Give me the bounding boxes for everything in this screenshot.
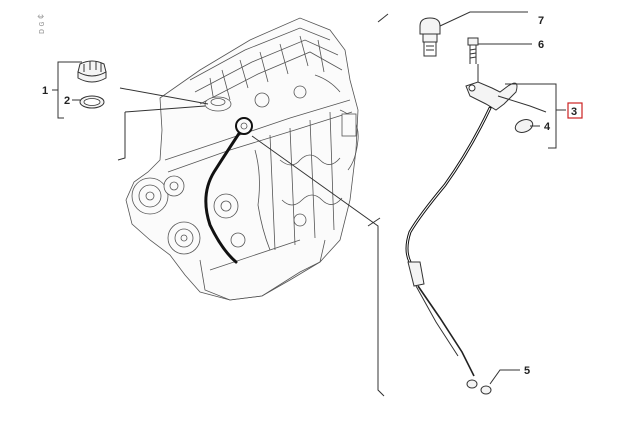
callout-labels: 1 2 3 4 5 6 7 (42, 15, 583, 377)
callout-group-1-2 (52, 60, 107, 119)
callout-3-highlight-box (567, 102, 583, 119)
dipstick-tube-assembly-part (405, 17, 534, 395)
reference-lines (117, 13, 389, 397)
mounting-bolt-part (467, 37, 479, 64)
tube-seal-part (514, 119, 534, 133)
callout-4: 4 (544, 121, 551, 133)
callout-3: 3 (571, 106, 577, 118)
tube-end-seal-part (466, 379, 492, 395)
oil-filler-cap-part (77, 60, 107, 83)
callout-lines-right (439, 11, 566, 385)
callout-7: 7 (538, 15, 544, 27)
callout-2: 2 (64, 95, 70, 107)
cap-seal-ring-part (79, 95, 105, 109)
callout-1: 1 (42, 85, 48, 97)
callout-6: 6 (538, 39, 544, 51)
callout-5: 5 (524, 365, 530, 377)
dipstick-handle-part (419, 17, 441, 57)
corner-mark: ᴅ ɢ ¢ (36, 14, 46, 34)
engine-block (125, 17, 359, 301)
